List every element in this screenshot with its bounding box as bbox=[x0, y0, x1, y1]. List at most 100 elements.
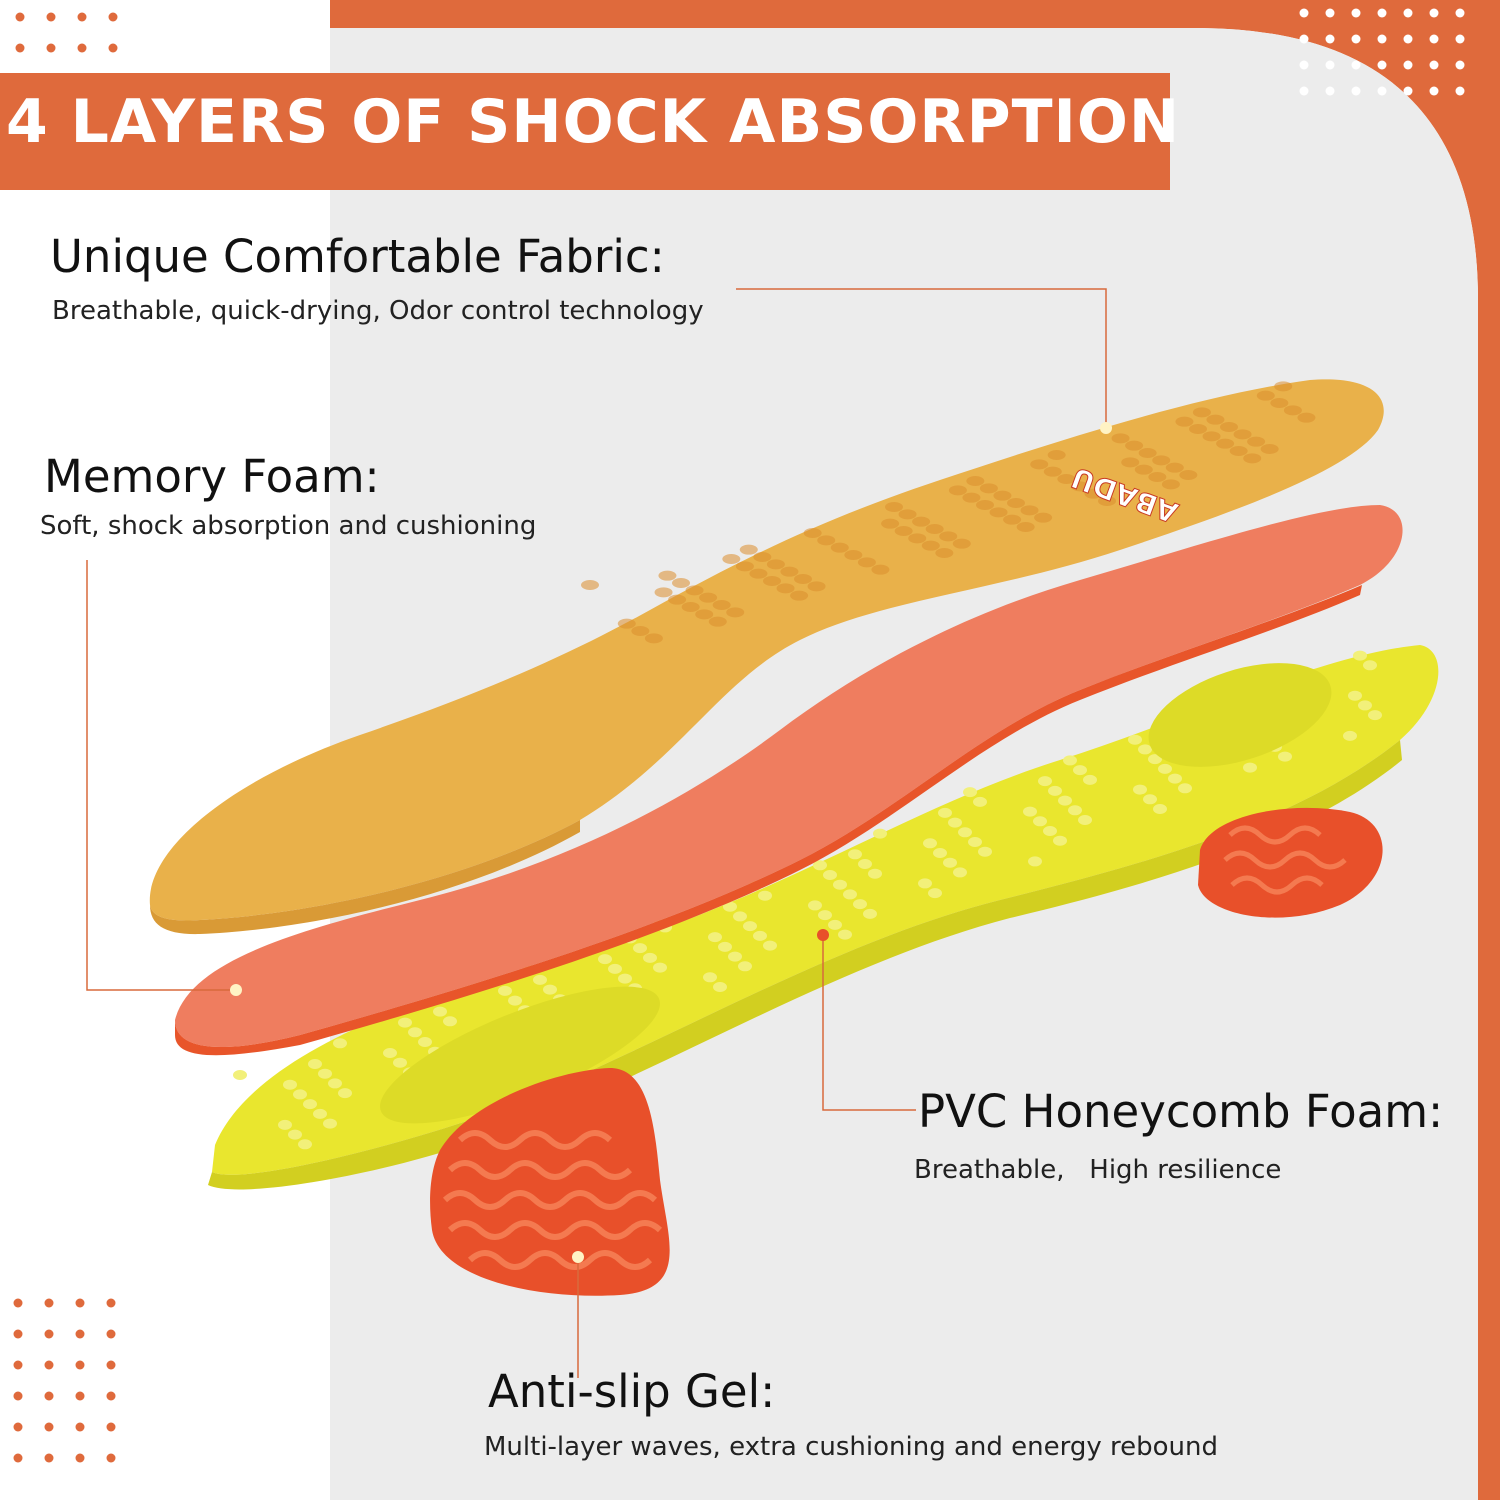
fabric-texture-mark bbox=[726, 607, 745, 618]
decor-dot bbox=[44, 1360, 54, 1370]
honeycomb-hole bbox=[823, 870, 837, 880]
leader-fabric bbox=[736, 288, 1107, 428]
fabric-texture-mark bbox=[695, 609, 714, 620]
fabric-texture-mark bbox=[1233, 429, 1252, 440]
honeycomb-hole bbox=[1078, 815, 1092, 825]
layer-desc-fabric: Breathable, quick-drying, Odor control t… bbox=[52, 296, 704, 326]
fabric-texture-mark bbox=[989, 507, 1008, 518]
honeycomb-hole bbox=[708, 932, 722, 943]
honeycomb-hole bbox=[398, 1017, 412, 1028]
honeycomb-hole bbox=[958, 827, 972, 838]
honeycomb-hole bbox=[333, 1038, 347, 1049]
dot-grid-top-left bbox=[15, 12, 118, 53]
layer-desc-gel: Multi-layer waves, extra cushioning and … bbox=[484, 1432, 1218, 1462]
honeycomb-hole bbox=[1043, 826, 1057, 836]
fabric-texture-mark bbox=[1297, 412, 1316, 423]
decor-dot bbox=[1377, 86, 1387, 96]
fabric-texture-mark bbox=[1098, 496, 1116, 506]
fabric-texture-mark bbox=[898, 509, 917, 520]
honeycomb-hole bbox=[828, 919, 842, 930]
honeycomb-hole bbox=[328, 1078, 342, 1089]
fabric-texture-mark bbox=[1165, 462, 1184, 473]
fabric-texture-mark bbox=[1148, 472, 1167, 482]
leader-memory bbox=[86, 560, 236, 991]
honeycomb-hole bbox=[298, 1139, 312, 1150]
honeycomb-hole bbox=[1023, 806, 1037, 817]
decor-dot bbox=[46, 43, 56, 53]
gel-pad-heel bbox=[1198, 807, 1383, 918]
honeycomb-hole bbox=[393, 1057, 407, 1068]
honeycomb-hole bbox=[943, 857, 957, 868]
fabric-texture-mark bbox=[908, 533, 927, 544]
fabric-texture-mark bbox=[1070, 481, 1089, 492]
fabric-texture-mark bbox=[1202, 431, 1221, 442]
decor-dot bbox=[44, 1329, 54, 1339]
layer-title-memory-foam: Memory Foam: bbox=[44, 450, 380, 503]
fabric-texture-mark bbox=[1111, 433, 1130, 444]
honeycomb-hole bbox=[1068, 805, 1082, 816]
honeycomb-hole bbox=[543, 984, 557, 995]
honeycomb-hole bbox=[1033, 816, 1047, 827]
leader-lines bbox=[86, 288, 1107, 1378]
honeycomb-hole bbox=[1148, 754, 1162, 765]
decor-dot bbox=[1299, 86, 1309, 96]
fabric-texture-mark bbox=[881, 518, 900, 529]
decor-dot bbox=[1403, 86, 1413, 96]
fabric-texture-mark bbox=[993, 490, 1012, 501]
decor-dot bbox=[1325, 34, 1335, 44]
honeycomb-hole bbox=[1053, 835, 1067, 846]
honeycomb-hole bbox=[643, 952, 657, 963]
honeycomb-hole bbox=[1158, 763, 1172, 774]
title-banner bbox=[0, 73, 1170, 190]
fabric-texture-mark bbox=[712, 600, 731, 610]
fabric-texture-mark bbox=[1007, 498, 1025, 508]
decor-dot bbox=[1377, 34, 1387, 44]
decor-dot bbox=[13, 1422, 23, 1432]
decor-dot bbox=[75, 1453, 85, 1463]
honeycomb-hole bbox=[973, 796, 987, 807]
honeycomb-hole bbox=[1073, 765, 1087, 776]
decor-dot bbox=[13, 1298, 23, 1308]
page-title: 4 LAYERS OF SHOCK ABSORPTION bbox=[6, 87, 1181, 157]
decor-dot bbox=[1377, 8, 1387, 18]
honeycomb-hole bbox=[293, 1089, 307, 1100]
honeycomb-hole bbox=[443, 1016, 457, 1027]
decor-dot bbox=[1377, 60, 1387, 70]
honeycomb-hole bbox=[1058, 795, 1072, 806]
fabric-texture-mark bbox=[894, 526, 913, 536]
decor-dot bbox=[1351, 60, 1361, 70]
honeycomb-hole bbox=[1353, 650, 1367, 661]
fabric-texture-mark bbox=[1047, 450, 1066, 460]
honeycomb-hole bbox=[508, 995, 522, 1006]
honeycomb-hole bbox=[233, 1070, 247, 1080]
honeycomb-hole bbox=[873, 828, 887, 839]
decor-dot bbox=[44, 1422, 54, 1432]
fabric-texture-mark bbox=[1247, 436, 1266, 447]
honeycomb-hole bbox=[733, 911, 747, 922]
decor-dot bbox=[106, 1298, 116, 1308]
fabric-texture-mark bbox=[722, 554, 741, 564]
decor-dot bbox=[1429, 60, 1439, 70]
honeycomb-hole bbox=[868, 868, 882, 879]
honeycomb-hole bbox=[303, 1099, 317, 1110]
fabric-texture-mark bbox=[925, 524, 944, 534]
honeycomb-hole bbox=[1038, 776, 1052, 787]
marker-pvc bbox=[817, 929, 829, 941]
honeycomb-hole bbox=[1138, 744, 1152, 755]
honeycomb-hole bbox=[318, 1068, 332, 1079]
honeycomb-hole bbox=[618, 973, 632, 984]
decor-dot bbox=[13, 1329, 23, 1339]
decor-dot bbox=[1325, 86, 1335, 96]
decor-dot bbox=[1455, 34, 1465, 44]
fabric-texture-mark bbox=[1216, 438, 1235, 449]
decor-dot bbox=[75, 1360, 85, 1370]
honeycomb-hole bbox=[408, 1027, 422, 1038]
fabric-texture-mark bbox=[1121, 457, 1140, 468]
decor-dot bbox=[1351, 8, 1361, 18]
fabric-texture-mark bbox=[979, 483, 998, 494]
honeycomb-hole bbox=[928, 888, 942, 899]
honeycomb-hole bbox=[808, 900, 822, 911]
fabric-texture-mark bbox=[766, 559, 785, 570]
honeycomb-hole bbox=[753, 930, 767, 941]
fabric-texture-mark bbox=[871, 564, 890, 575]
